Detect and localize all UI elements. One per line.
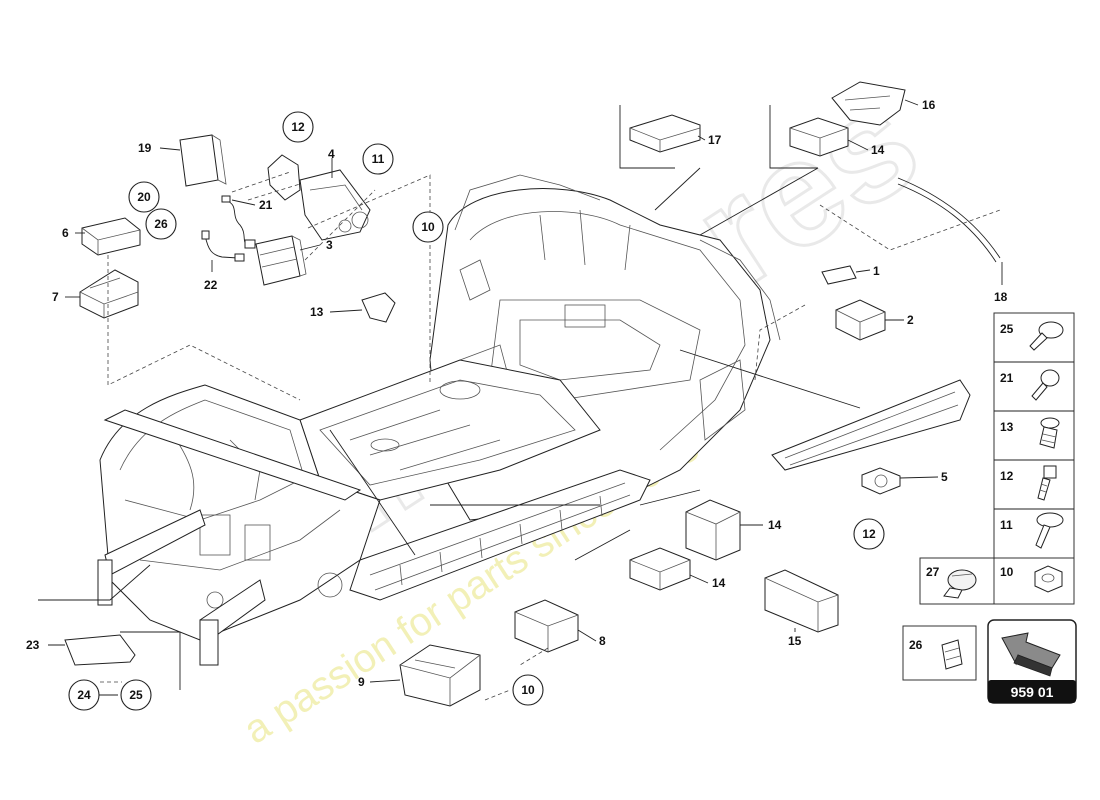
callout-12: 12 [291,120,305,134]
vehicle-chassis-frame [97,174,781,666]
callout-7: 7 [52,290,59,304]
callout-20: 19 [138,141,152,155]
bracket-part-5 [861,467,901,495]
callout-1: 1 [873,264,880,278]
control-module-part-8 [514,599,579,653]
callout-10a: 10 [421,220,435,234]
hex-nut-icon [1034,565,1063,593]
component-parts [64,81,1001,707]
connector-part-14-upper [789,117,849,157]
callout-15: 14 [768,518,782,532]
legend-label-10: 10 [1000,565,1014,579]
legend-label-13: 13 [1000,420,1014,434]
callout-21: 20 [137,190,151,204]
callout-8: 8 [599,634,606,648]
callout-27: 26 [154,217,168,231]
cable-part-19 [897,177,1001,259]
callout-16: 15 [788,634,802,648]
dashed-guide-lines [100,171,1001,701]
connector-part-14-left [361,292,396,323]
connector-part-14-lower [629,547,691,591]
flat-head-bolt-icon [1035,512,1064,549]
detail-label-26: 26 [909,638,923,652]
threaded-stud-icon [1037,465,1057,501]
diagram-code: 959 01 [1011,684,1054,700]
control-unit-part-20 [179,134,219,187]
callout-26: 25 [129,688,143,702]
bracket-part-24 [64,634,136,666]
cover-part-17 [831,81,906,126]
fastener-legend: 25 21 13 12 11 27 10 [919,312,1075,605]
callout-18: 17 [708,133,722,147]
sensor-cable-part-23 [204,234,239,259]
callout-25: 24 [77,688,91,702]
callout-2: 2 [907,313,914,327]
detail-box-26: 26 [902,625,977,681]
diagram-code-box: 959 01 [987,619,1077,704]
legend-label-21: 21 [1000,371,1014,385]
callout-3: 3 [326,238,333,252]
round-head-bolt-icon [1031,369,1060,401]
spring-clip-icon [941,639,963,670]
connector-part-15 [685,499,741,561]
callout-11: 11 [372,152,385,166]
legend-label-12: 12 [1000,469,1014,483]
callout-5: 5 [941,470,948,484]
control-module-part-18 [629,114,701,153]
callout-13: 12 [862,527,876,541]
clip-nut-icon [943,569,977,599]
callout-10b: 10 [521,683,535,697]
callout-14a: 13 [310,305,324,319]
legend-label-11: 11 [1000,518,1013,532]
sensor-cable-part-22 [224,199,251,246]
bracket-part-7 [79,269,139,319]
callout-labels: 1 2 3 4 5 6 7 8 9 13 14 14 14 15 16 17 1… [26,98,1008,711]
direction-arrow-icon [1001,632,1061,677]
callout-9: 9 [358,675,365,689]
leader-lines [38,99,1003,696]
callout-19: 18 [994,290,1008,304]
bracket-part-12 [267,154,301,201]
callout-6: 6 [62,226,69,240]
callout-4: 4 [328,147,335,161]
callout-23: 22 [204,278,218,292]
legend-label-27: 27 [926,565,940,579]
callout-24: 23 [26,638,40,652]
callout-17: 16 [922,98,936,112]
bracket-part-16 [764,569,839,633]
callout-22: 21 [259,198,273,212]
callout-14b: 14 [871,143,885,157]
bracket-part-2 [835,299,886,341]
callout-14c: 14 [712,576,726,590]
expanding-rivet-icon [1039,417,1060,449]
legend-label-25: 25 [1000,322,1014,336]
control-unit-part-3 [255,235,301,286]
clip-part-1 [821,265,857,285]
torx-flange-bolt-icon [1029,321,1064,351]
